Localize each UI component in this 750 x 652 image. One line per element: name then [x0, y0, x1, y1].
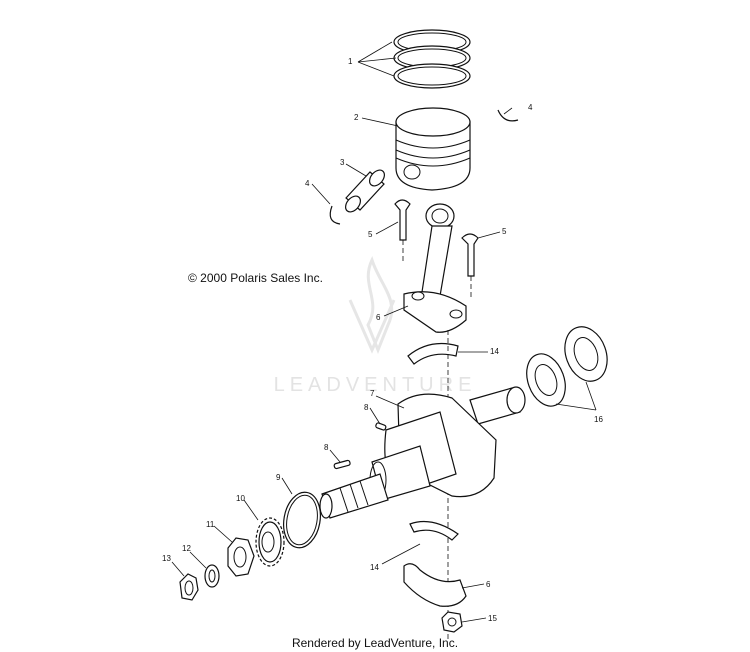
watermark-logo — [348, 255, 396, 355]
woodruff-key-lower — [333, 459, 351, 470]
callout-8-upper: 8 — [364, 403, 369, 412]
nut-small — [179, 573, 199, 601]
o-ring-inner — [286, 494, 318, 546]
callout-13: 13 — [162, 554, 171, 563]
rod-cap — [403, 563, 467, 607]
callout-6-rod: 6 — [376, 313, 381, 322]
callout-7: 7 — [370, 389, 375, 398]
crankshaft — [319, 386, 526, 519]
ball-bearing-outer — [564, 326, 608, 382]
woodruff-key-upper — [375, 422, 387, 431]
circlip-right — [497, 109, 519, 122]
rod-bolt-right — [461, 233, 479, 298]
connecting-rod — [403, 203, 467, 333]
callout-10: 10 — [236, 494, 245, 503]
callout-9: 9 — [276, 473, 281, 482]
o-ring — [283, 491, 321, 549]
drive-gear — [255, 517, 285, 567]
callout-4-right: 4 — [528, 103, 533, 112]
bearing-shell-upper — [407, 343, 459, 365]
washer — [204, 564, 220, 588]
leader-lines — [171, 41, 597, 623]
circlip-left — [329, 205, 341, 225]
callout-6-cap: 6 — [486, 580, 491, 589]
copyright-text: © 2000 Polaris Sales Inc. — [188, 271, 323, 285]
piston-pin — [345, 169, 385, 213]
washer-hole — [208, 569, 216, 583]
callout-14-upper: 14 — [490, 347, 499, 356]
callout-12: 12 — [182, 544, 191, 553]
callout-16: 16 — [594, 415, 603, 424]
callout-11: 11 — [206, 520, 215, 529]
callout-8-lower: 8 — [324, 443, 329, 452]
callout-3: 3 — [340, 158, 345, 167]
callouts: 1 2 3 4 4 5 5 6 14 7 8 16 8 9 10 11 12 1… — [162, 57, 603, 623]
piston — [395, 107, 471, 191]
callout-1: 1 — [348, 57, 353, 66]
ball-bearing-inner — [526, 353, 566, 407]
piston-rings — [393, 29, 471, 89]
bearing-shell-lower — [409, 521, 459, 541]
callout-5-right: 5 — [502, 227, 507, 236]
callout-2: 2 — [354, 113, 359, 122]
footer-credit: Rendered by LeadVenture, Inc. — [291, 636, 459, 650]
callout-4-left: 4 — [305, 179, 310, 188]
lock-nut-large — [227, 537, 255, 577]
rod-bolt-left — [394, 199, 411, 262]
callout-14-lower: 14 — [370, 563, 379, 572]
callout-15: 15 — [488, 614, 497, 623]
rod-cap-nut — [441, 611, 463, 633]
watermark-text: LEADVENTURE — [273, 374, 477, 396]
callout-5-left: 5 — [368, 230, 373, 239]
